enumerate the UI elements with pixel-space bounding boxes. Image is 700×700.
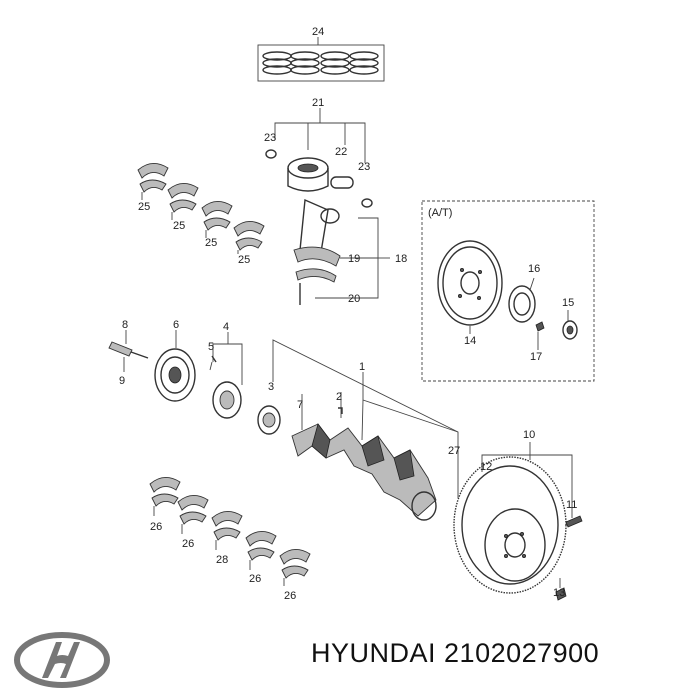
label-18: 18	[395, 253, 407, 265]
label-9: 9	[119, 375, 125, 387]
flywheel-group	[453, 442, 583, 601]
label-8: 8	[122, 319, 128, 331]
label-3: 3	[268, 381, 274, 393]
label-23b: 23	[358, 161, 370, 173]
label-26c: 26	[249, 573, 261, 585]
upper-main-bearings	[137, 163, 265, 254]
piston-assembly	[265, 108, 373, 208]
label-5: 5	[208, 341, 214, 353]
label-6: 6	[173, 319, 179, 331]
crankshaft	[257, 339, 459, 521]
label-28: 28	[216, 554, 228, 566]
label-17: 17	[530, 351, 542, 363]
label-23a: 23	[264, 132, 276, 144]
hyundai-logo	[14, 632, 110, 688]
label-2: 2	[336, 391, 342, 403]
label-7: 7	[297, 399, 303, 411]
label-26b: 26	[182, 538, 194, 550]
label-26a: 26	[150, 521, 162, 533]
label-11: 11	[566, 499, 577, 511]
label-15: 15	[562, 297, 574, 309]
brand-name: HYUNDAI	[311, 638, 437, 668]
label-at: (A/T)	[428, 207, 452, 219]
at-drive-plate-group	[421, 200, 595, 382]
label-25b: 25	[173, 220, 185, 232]
label-20: 20	[348, 293, 360, 305]
label-1: 1	[359, 361, 365, 373]
part-number: 2102027900	[444, 638, 600, 668]
label-16: 16	[528, 263, 540, 275]
lower-main-bearings	[149, 477, 311, 586]
piston-rings-set	[257, 37, 385, 82]
label-21: 21	[312, 97, 324, 109]
label-12: 12	[480, 461, 492, 473]
label-26d: 26	[284, 590, 296, 602]
connecting-rod	[293, 198, 390, 305]
label-27: 27	[448, 445, 460, 457]
label-13: 13	[553, 587, 565, 599]
label-10: 10	[523, 429, 535, 441]
part-labels: 24 21 23 22 23 25 25 25 25 19 18 20 (A/T…	[119, 26, 577, 602]
label-25d: 25	[238, 254, 250, 266]
label-4: 4	[223, 321, 229, 333]
crank-pulley-group	[108, 330, 243, 419]
label-22: 22	[335, 146, 347, 158]
label-14: 14	[464, 335, 476, 347]
label-25c: 25	[205, 237, 217, 249]
label-19: 19	[348, 253, 360, 265]
part-caption: HYUNDAI 2102027900	[311, 638, 599, 669]
label-24: 24	[312, 26, 324, 38]
label-25a: 25	[138, 201, 150, 213]
